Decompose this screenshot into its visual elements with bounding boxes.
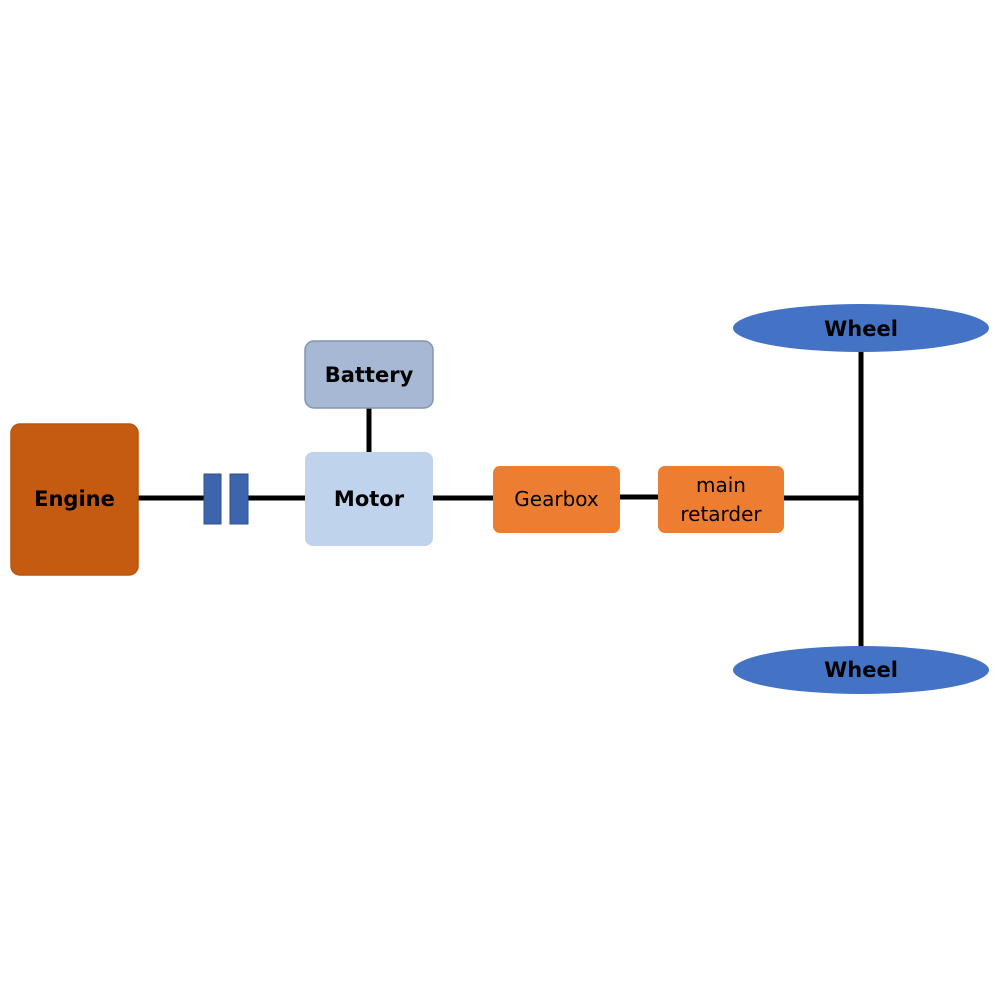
battery-box <box>304 340 434 409</box>
motor-block: Motor <box>305 452 433 546</box>
engine-label: Engine <box>34 487 115 511</box>
clutch <box>203 473 249 525</box>
wheel-bottom-label: Wheel <box>824 658 898 682</box>
retarder-label-line2: retarder <box>680 502 762 526</box>
battery-block: Battery <box>304 340 434 409</box>
retarder-label-line1: main <box>696 473 746 497</box>
wheel-bottom: Wheel <box>733 646 989 694</box>
wheel-top: Wheel <box>733 304 989 352</box>
wheel-top-label: Wheel <box>824 317 898 341</box>
retarder-box <box>658 466 784 533</box>
battery-label: Battery <box>325 363 414 387</box>
retarder-block: main retarder <box>658 466 784 533</box>
wheel-top-ellipse <box>733 304 989 352</box>
clutch-plate-left <box>203 473 222 525</box>
motor-box <box>305 452 433 546</box>
gearbox-box <box>493 466 620 533</box>
wheel-bottom-ellipse <box>733 646 989 694</box>
gearbox-block: Gearbox <box>493 466 620 533</box>
motor-label: Motor <box>334 487 405 511</box>
gearbox-label: Gearbox <box>514 487 599 511</box>
engine-box <box>10 423 139 576</box>
clutch-plate-right <box>229 473 249 525</box>
engine-block: Engine <box>10 423 139 576</box>
